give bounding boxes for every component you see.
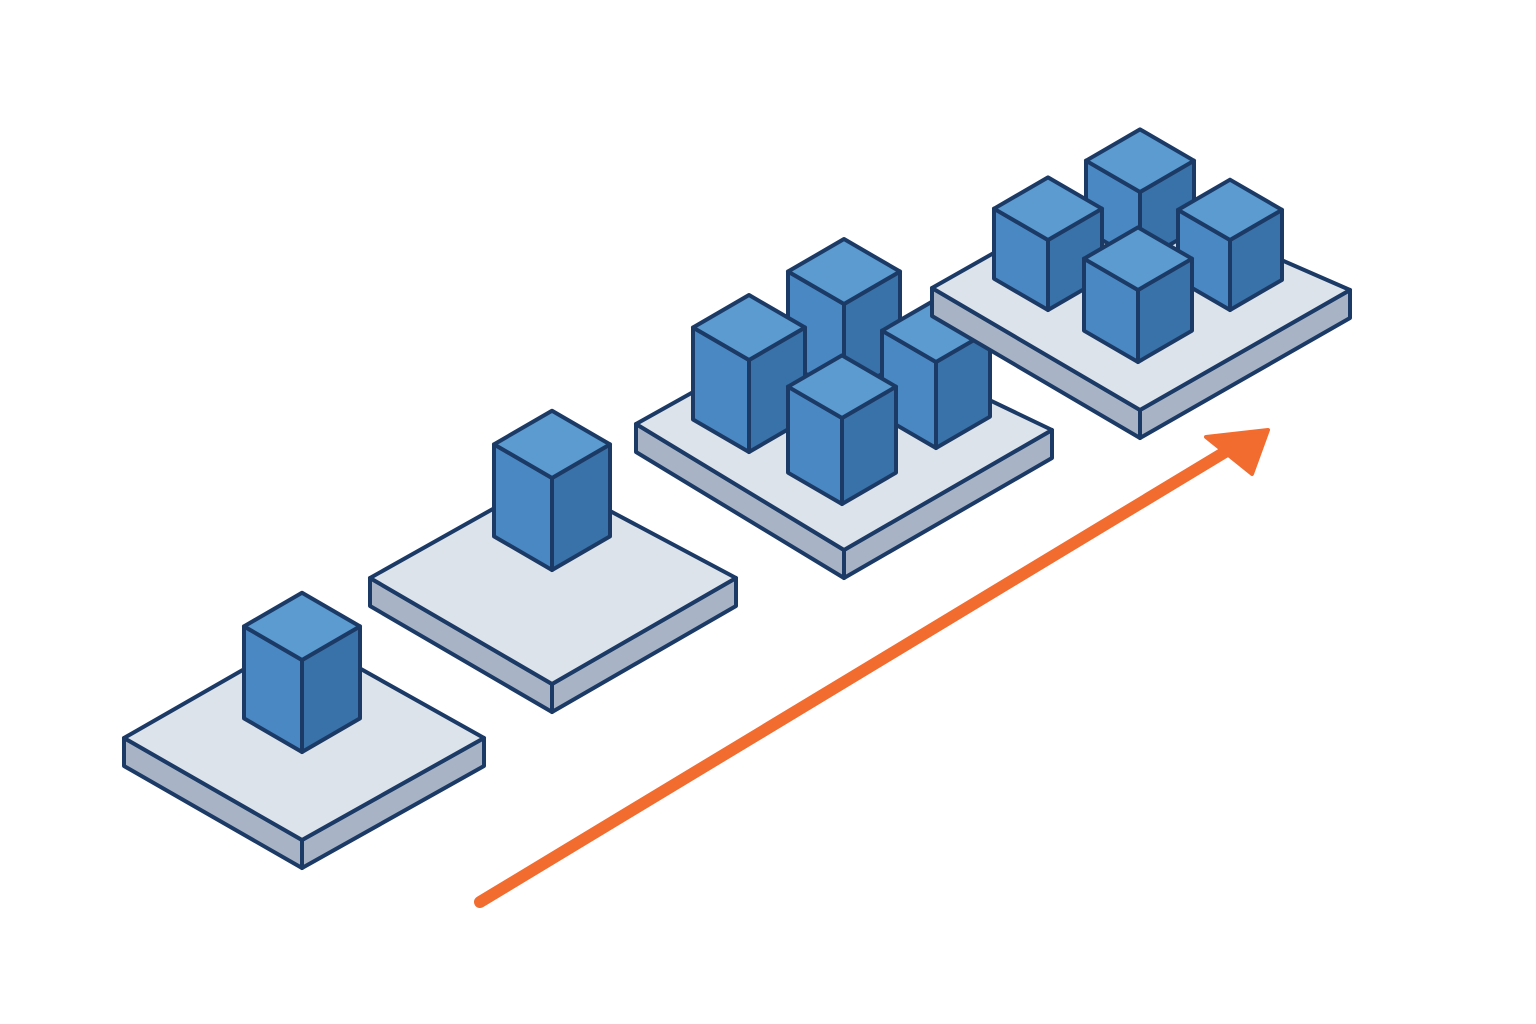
cube xyxy=(1176,177,1284,312)
platform-2 xyxy=(368,408,738,714)
cube-top-face xyxy=(1176,177,1284,242)
cube-top-face xyxy=(1082,225,1194,292)
cube-top-face xyxy=(786,353,898,420)
cube-top-face xyxy=(786,237,902,306)
cube xyxy=(1082,225,1194,364)
cube-top-face xyxy=(992,175,1104,242)
platform-layer xyxy=(122,127,1352,870)
cube xyxy=(492,408,612,572)
cube-top-face xyxy=(492,408,612,480)
cube-top-face xyxy=(242,590,362,662)
growth-arrow-shaft xyxy=(474,440,1241,908)
platform-4 xyxy=(930,127,1352,440)
platform-1 xyxy=(122,590,486,870)
platform-2-top xyxy=(368,476,738,686)
cube xyxy=(242,590,362,754)
cube-top-face xyxy=(691,293,807,362)
cube-top-face xyxy=(1084,127,1196,194)
growth-arrow-head xyxy=(1204,428,1270,476)
platform-3 xyxy=(634,237,1054,580)
cube xyxy=(786,353,898,506)
